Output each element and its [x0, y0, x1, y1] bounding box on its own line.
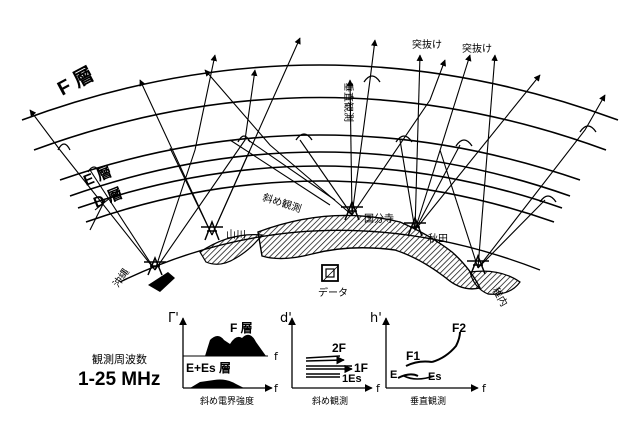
field-x-axis-label: f: [274, 350, 279, 363]
field-lower-label: E+Es 層: [186, 361, 231, 375]
antenna-kokubunji: [341, 199, 363, 221]
d-layer-top-arc: [77, 165, 563, 209]
ray-wakkanai-2: [477, 94, 606, 269]
f1-label: F1: [406, 349, 420, 363]
oblique-y-axis-label: d': [280, 311, 292, 326]
ray-kokubunji-4: [299, 139, 353, 216]
e-es-field-curve: [190, 379, 244, 388]
ray-yamakawa-2: [169, 147, 213, 236]
frequency-caption: 観測周波数: [92, 352, 147, 366]
mode-1f-trace: [306, 366, 352, 369]
oblique-caption: 斜め観測: [312, 395, 348, 407]
f2-label: F2: [452, 321, 466, 335]
d-layer-label: D 層: [91, 185, 125, 212]
mode-es-label: 1Es: [342, 373, 362, 385]
antenna-akita: [404, 215, 426, 237]
ray-okinawa-4: [154, 69, 258, 271]
ray-wakkanai-4: [439, 149, 479, 269]
data-icon: [321, 264, 339, 282]
mode-2f-trace: [305, 356, 344, 361]
vertical-y-axis-label: h': [370, 311, 382, 326]
vertical-observation-label: 垂直観測: [342, 82, 355, 122]
island-okinawa: [148, 272, 175, 292]
earth-surface: [119, 214, 541, 295]
f2-trace: [431, 331, 461, 363]
ray-oblique-2: [247, 139, 336, 201]
station-antennas: [144, 199, 489, 276]
e-trace: [397, 373, 419, 379]
ray-kokubunji-1: [346, 79, 354, 216]
island-honshu: [257, 214, 482, 290]
field-upper-label: F 層: [230, 321, 253, 335]
ray-west-1: [89, 199, 106, 231]
ray-akita-4: [414, 144, 461, 231]
ray-okinawa-1: [29, 109, 156, 271]
station-label-okinawa: 沖縄: [110, 266, 132, 290]
ray-akita-3: [399, 139, 416, 231]
antenna-wakkanai: [467, 253, 489, 275]
mode-2f-label: 2F: [332, 341, 346, 355]
ray-kokubunji-5: [204, 69, 353, 216]
ray-wakkanai-3: [477, 199, 546, 269]
frequency-range: 1-25 MHz: [78, 369, 160, 390]
antenna-yamakawa: [201, 219, 223, 241]
penetration-label-1: 突抜け: [412, 38, 442, 51]
oblique-x-axis-label: f: [376, 382, 381, 395]
reflection-points: [57, 75, 597, 203]
island-hokkaido: [469, 270, 521, 295]
panel-field-strength: Γ' f f F 層 E+Es 層 斜め電界強度: [168, 311, 279, 407]
island-kyushu: [199, 234, 264, 265]
vertical-caption: 垂直観測: [410, 395, 446, 407]
station-label-kokubunji: 国分寺: [364, 213, 394, 225]
oblique-observation-label: 斜め観測: [261, 190, 303, 215]
antenna-okinawa: [144, 256, 166, 276]
f-layer-field-curve: [205, 334, 266, 356]
field-x-axis-label-lower: f: [274, 382, 279, 395]
ray-akita-5: [414, 74, 541, 231]
d-layer-bottom-arc: [85, 180, 555, 223]
ray-kokubunji-2: [351, 39, 378, 216]
vertical-x-axis-label: f: [482, 382, 487, 395]
panel-oblique: d' f 2F 1F 1Es 斜め観測: [280, 311, 381, 407]
f-layer-top-arc: [21, 64, 619, 121]
f1-trace: [405, 360, 433, 367]
penetration-label-2: 突抜け: [462, 42, 492, 55]
e-layer-top-arc: [59, 134, 581, 181]
es-label: Es: [428, 371, 441, 383]
ray-west-2: [94, 189, 121, 211]
ray-okinawa-2: [89, 169, 156, 271]
ray-kokubunji-3: [351, 59, 447, 216]
e-layer-label: E 層: [81, 163, 114, 190]
ray-oblique-1: [229, 139, 331, 206]
es-trace: [403, 375, 435, 380]
ray-akita-2: [414, 54, 472, 231]
panel-vertical: h' f F1 F2 E Es 垂直観測: [370, 311, 487, 407]
frequency-block: 観測周波数 1-25 MHz: [78, 352, 160, 390]
e-label: E: [390, 369, 397, 381]
e-layer-bottom-arc: [69, 151, 571, 197]
ray-akita-1: [414, 54, 424, 231]
ray-wakkanai-1: [477, 54, 498, 269]
f-layer-label: F 層: [54, 62, 98, 100]
field-caption: 斜め電界強度: [200, 395, 254, 407]
ray-yamakawa-4: [211, 149, 251, 236]
ray-okinawa-3: [154, 54, 218, 271]
data-label: データ: [318, 286, 348, 299]
mode-es-trace: [306, 373, 340, 378]
ray-paths: [29, 37, 606, 271]
station-label-akita: 秋田: [428, 232, 448, 245]
mode-1f-label: 1F: [354, 361, 368, 375]
ionosphere-layers: [21, 64, 619, 223]
f-layer-bottom-arc: [33, 96, 607, 151]
station-label-yamakawa: 山川: [226, 229, 246, 241]
field-y-axis-label: Γ': [168, 311, 179, 326]
